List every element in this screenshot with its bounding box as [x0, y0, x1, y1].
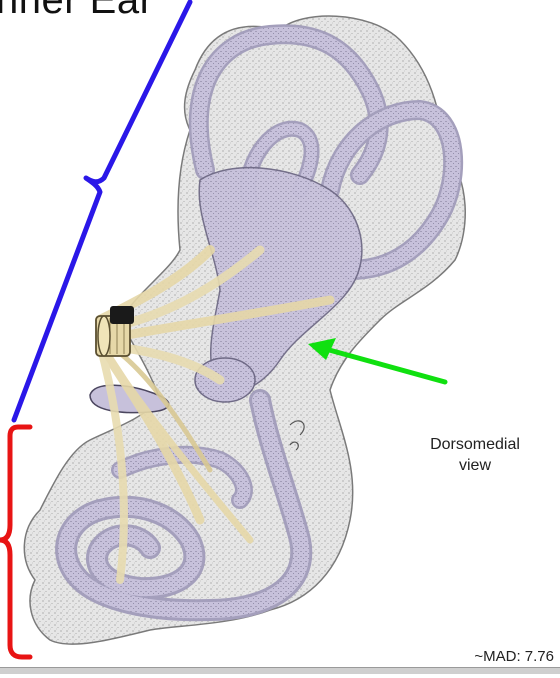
nerve-stump — [95, 306, 134, 357]
pointer-arrow — [308, 338, 448, 385]
saccule — [194, 357, 256, 403]
mad-readout: ~MAD: 7.76 — [474, 648, 554, 665]
bottom-bar — [0, 667, 560, 674]
cochlear-bracket — [0, 424, 33, 660]
slide-title-fragment: nner Ear — [0, 0, 154, 22]
view-label-line1: Dorsomedial — [430, 436, 520, 453]
utricle — [198, 166, 363, 393]
view-label: Dorsomedial view — [408, 434, 542, 476]
view-label-line2: view — [458, 457, 491, 474]
inner-detail-marks — [289, 420, 305, 451]
vestibular-bracket — [11, 0, 193, 423]
